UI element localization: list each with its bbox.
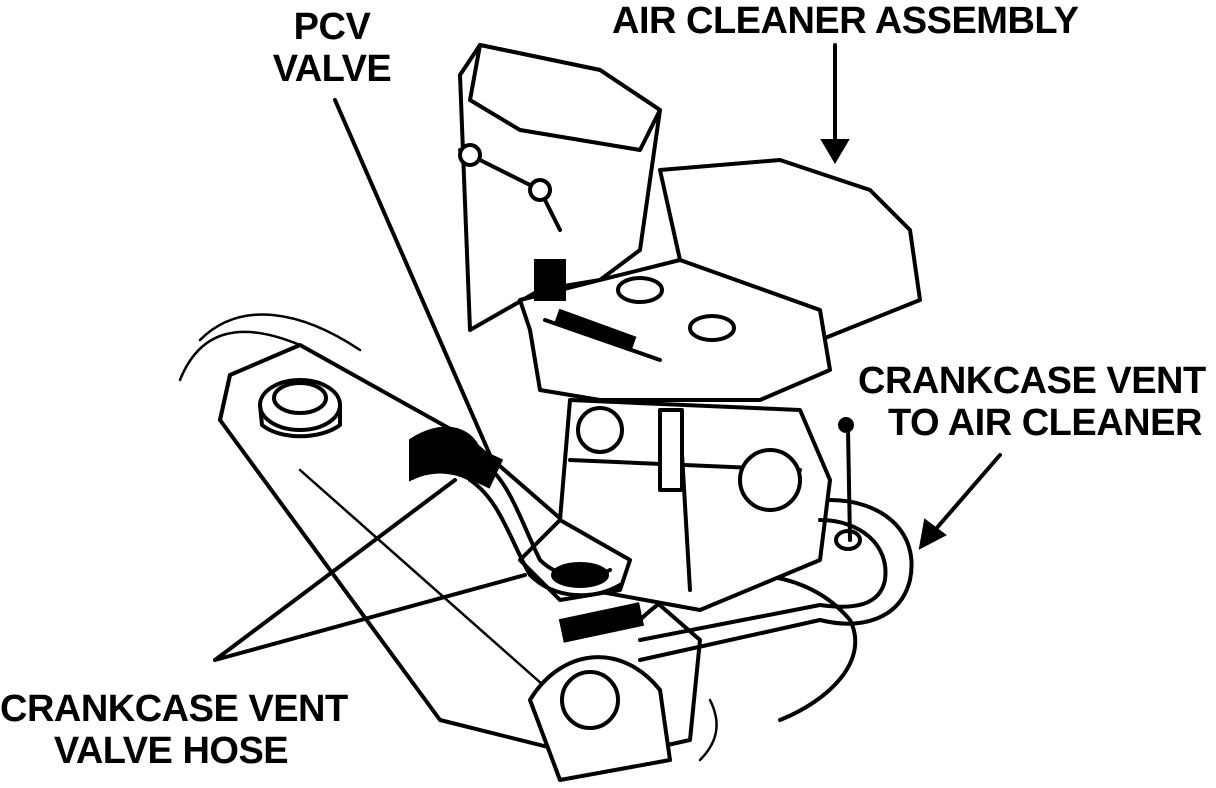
crankcase-vent-valve-hose-text-line2: VALVE HOSE — [53, 730, 289, 772]
air-cleaner-assembly-label: AIR CLEANER ASSEMBLY — [612, 0, 1079, 42]
valve-cover — [178, 313, 702, 762]
crankcase-vent-to-air-cleaner-label: CRANKCASE VENT TO AIR CLEANER — [858, 360, 1206, 444]
vent-to-air-cleaner-arrowhead — [918, 518, 947, 550]
pcv-valve-text-line2: VALVE — [272, 48, 392, 90]
leader-lines — [213, 43, 1002, 662]
crankcase-vent-tube — [558, 417, 914, 662]
pcv-valve-label: PCV VALVE — [272, 6, 392, 90]
pcv-valve-text-line1: PCV — [293, 6, 371, 48]
vent-to-air-cleaner-leader — [933, 453, 1002, 532]
crankcase-vent-to-air-cleaner-text-line2: TO AIR CLEANER — [888, 402, 1202, 444]
pcv-valve-hose — [409, 426, 622, 598]
crankcase-vent-valve-hose-text-line1: CRANKCASE VENT — [0, 688, 348, 730]
throttle-body — [518, 398, 832, 612]
pcv-valve-leader — [333, 98, 492, 457]
air-cleaner-arrowhead — [820, 139, 850, 164]
vent-hose-leader-2 — [213, 573, 527, 662]
air-cleaner-assembly-text: AIR CLEANER ASSEMBLY — [612, 0, 1079, 42]
engine-front — [528, 573, 858, 782]
air-cleaner-housing — [458, 43, 922, 402]
crankcase-vent-to-air-cleaner-text-line1: CRANKCASE VENT — [858, 360, 1206, 402]
oil-filler-cap — [258, 378, 342, 439]
vent-hose-leader-1 — [213, 478, 457, 662]
crankcase-vent-valve-hose-label: CRANKCASE VENT VALVE HOSE — [0, 688, 348, 772]
